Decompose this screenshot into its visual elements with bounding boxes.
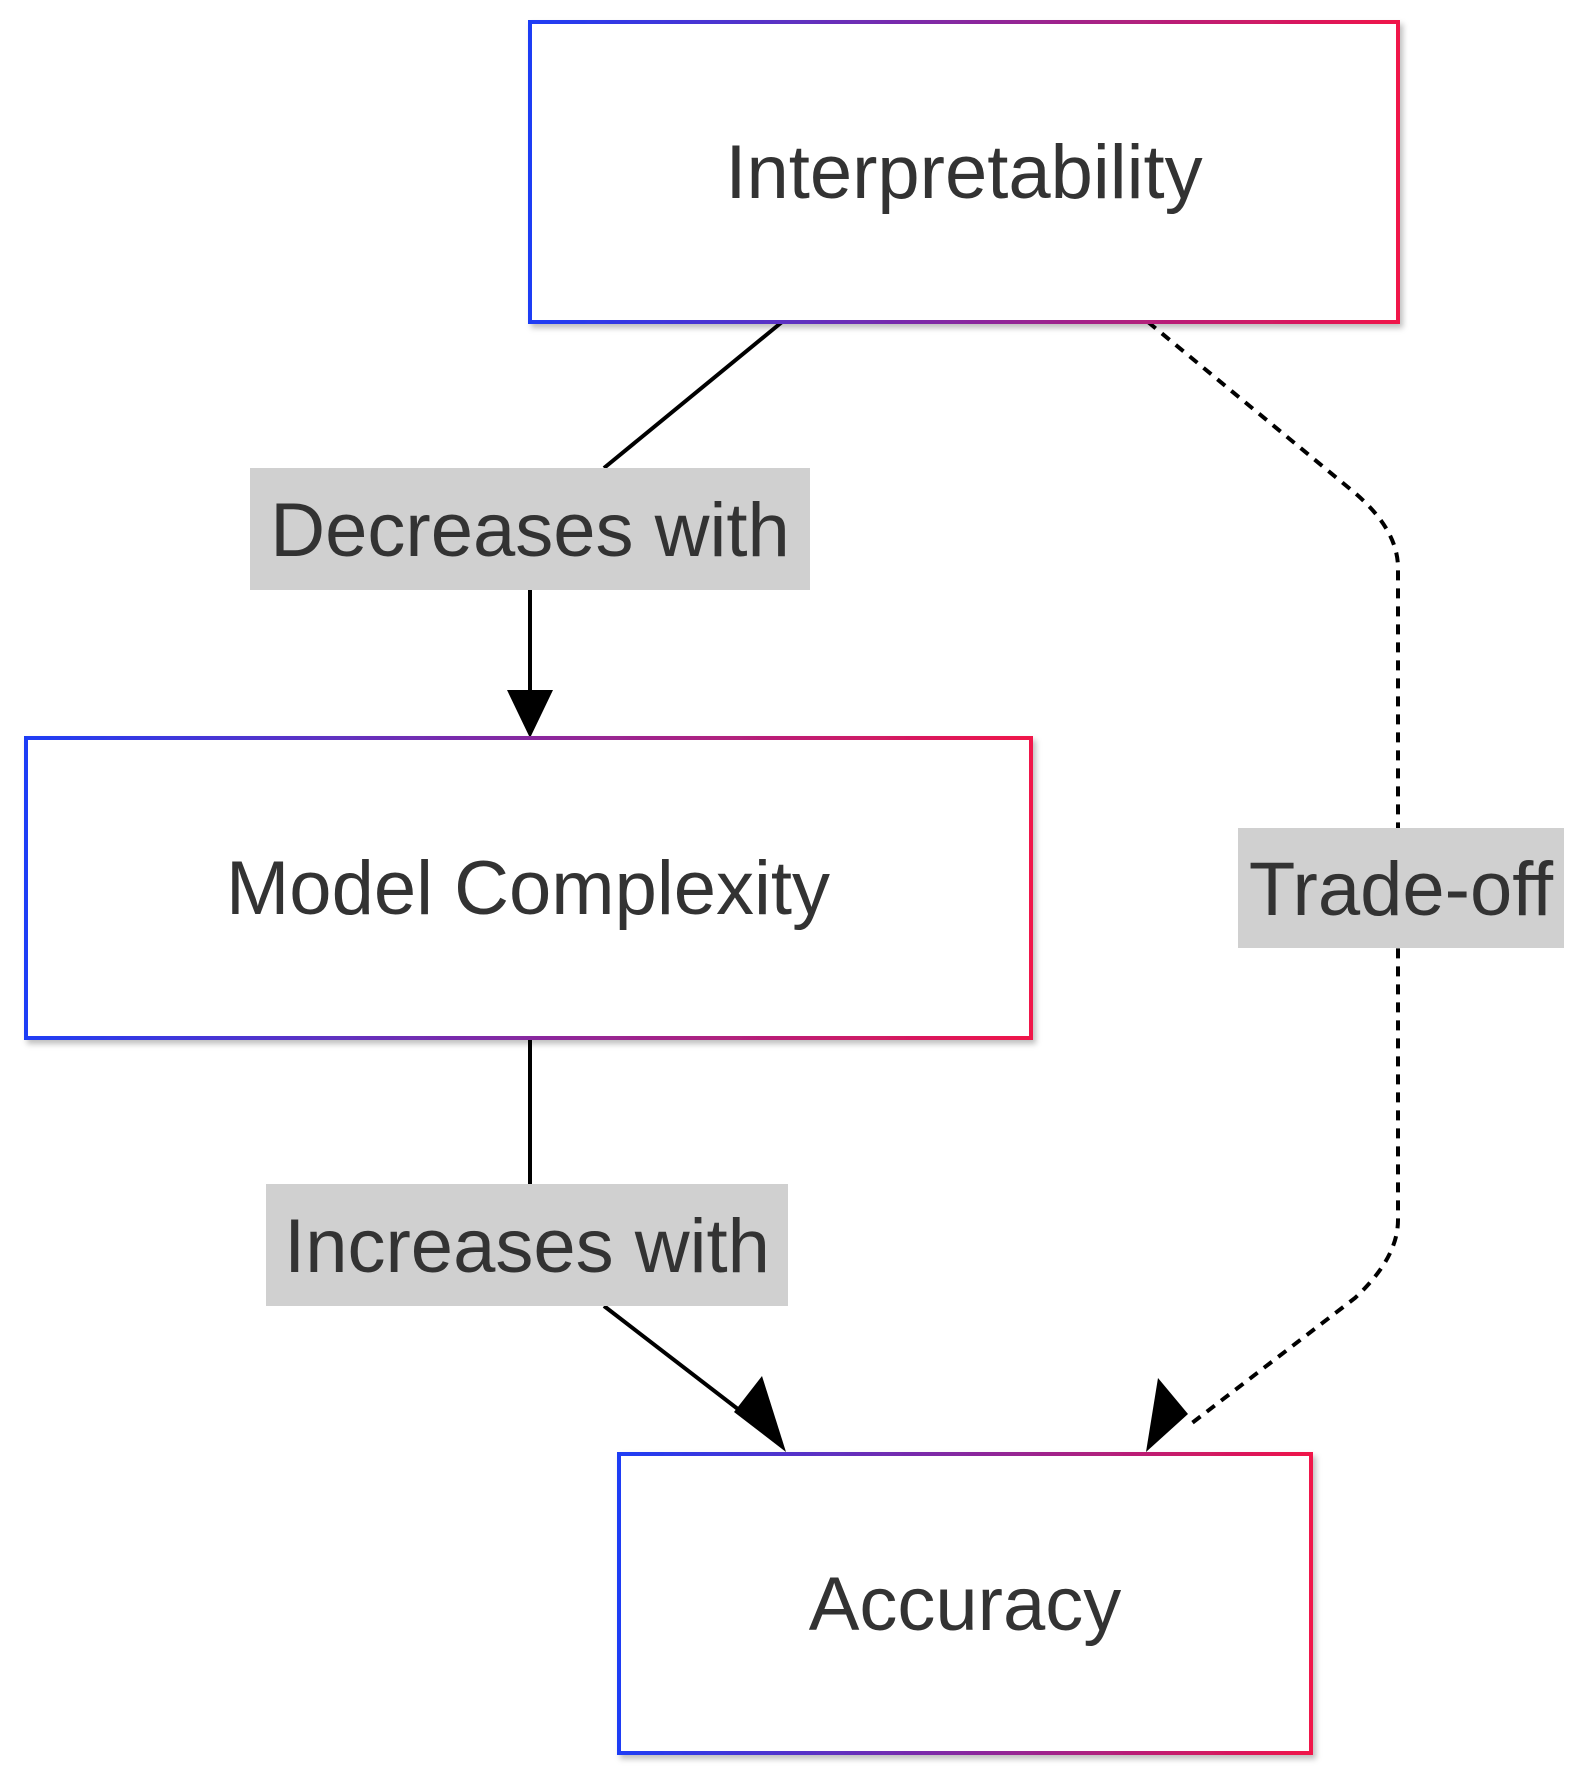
edge-label-background xyxy=(250,468,810,590)
node-box xyxy=(528,20,1400,324)
edge-label-text-increases: Increases with xyxy=(284,1204,770,1289)
edge-label-text-decreases: Decreases with xyxy=(270,488,790,573)
node-interpretability: Interpretability xyxy=(528,20,1400,324)
edge-label-increases: Increases with xyxy=(266,1184,788,1306)
edge-label-text-tradeoff: Trade-off xyxy=(1249,847,1554,932)
arrowhead-icon xyxy=(1146,1378,1188,1452)
edge-label-tradeoff: Trade-off xyxy=(1238,828,1564,948)
node-box xyxy=(617,1452,1313,1755)
node-label-accuracy: Accuracy xyxy=(809,1562,1122,1647)
edge-label-background xyxy=(1238,828,1564,948)
edge-label-background xyxy=(266,1184,788,1306)
edge-line-tradeoff xyxy=(1146,320,1400,1425)
arrowhead-icon xyxy=(507,690,553,738)
edge-line-increases-lower xyxy=(602,1304,758,1425)
edge-complexity-to-accuracy xyxy=(528,1037,786,1452)
node-box xyxy=(24,736,1033,1040)
node-accuracy: Accuracy xyxy=(617,1452,1313,1755)
node-model-complexity: Model Complexity xyxy=(24,736,1033,1040)
edge-label-decreases: Decreases with xyxy=(250,468,810,590)
edge-interp-to-accuracy xyxy=(1146,320,1400,1452)
edge-interp-to-complexity xyxy=(507,320,784,738)
node-label-model-complexity: Model Complexity xyxy=(226,846,830,931)
edge-line-decreases-upper xyxy=(602,320,784,470)
arrowhead-icon xyxy=(734,1376,786,1452)
node-label-interpretability: Interpretability xyxy=(725,130,1202,215)
